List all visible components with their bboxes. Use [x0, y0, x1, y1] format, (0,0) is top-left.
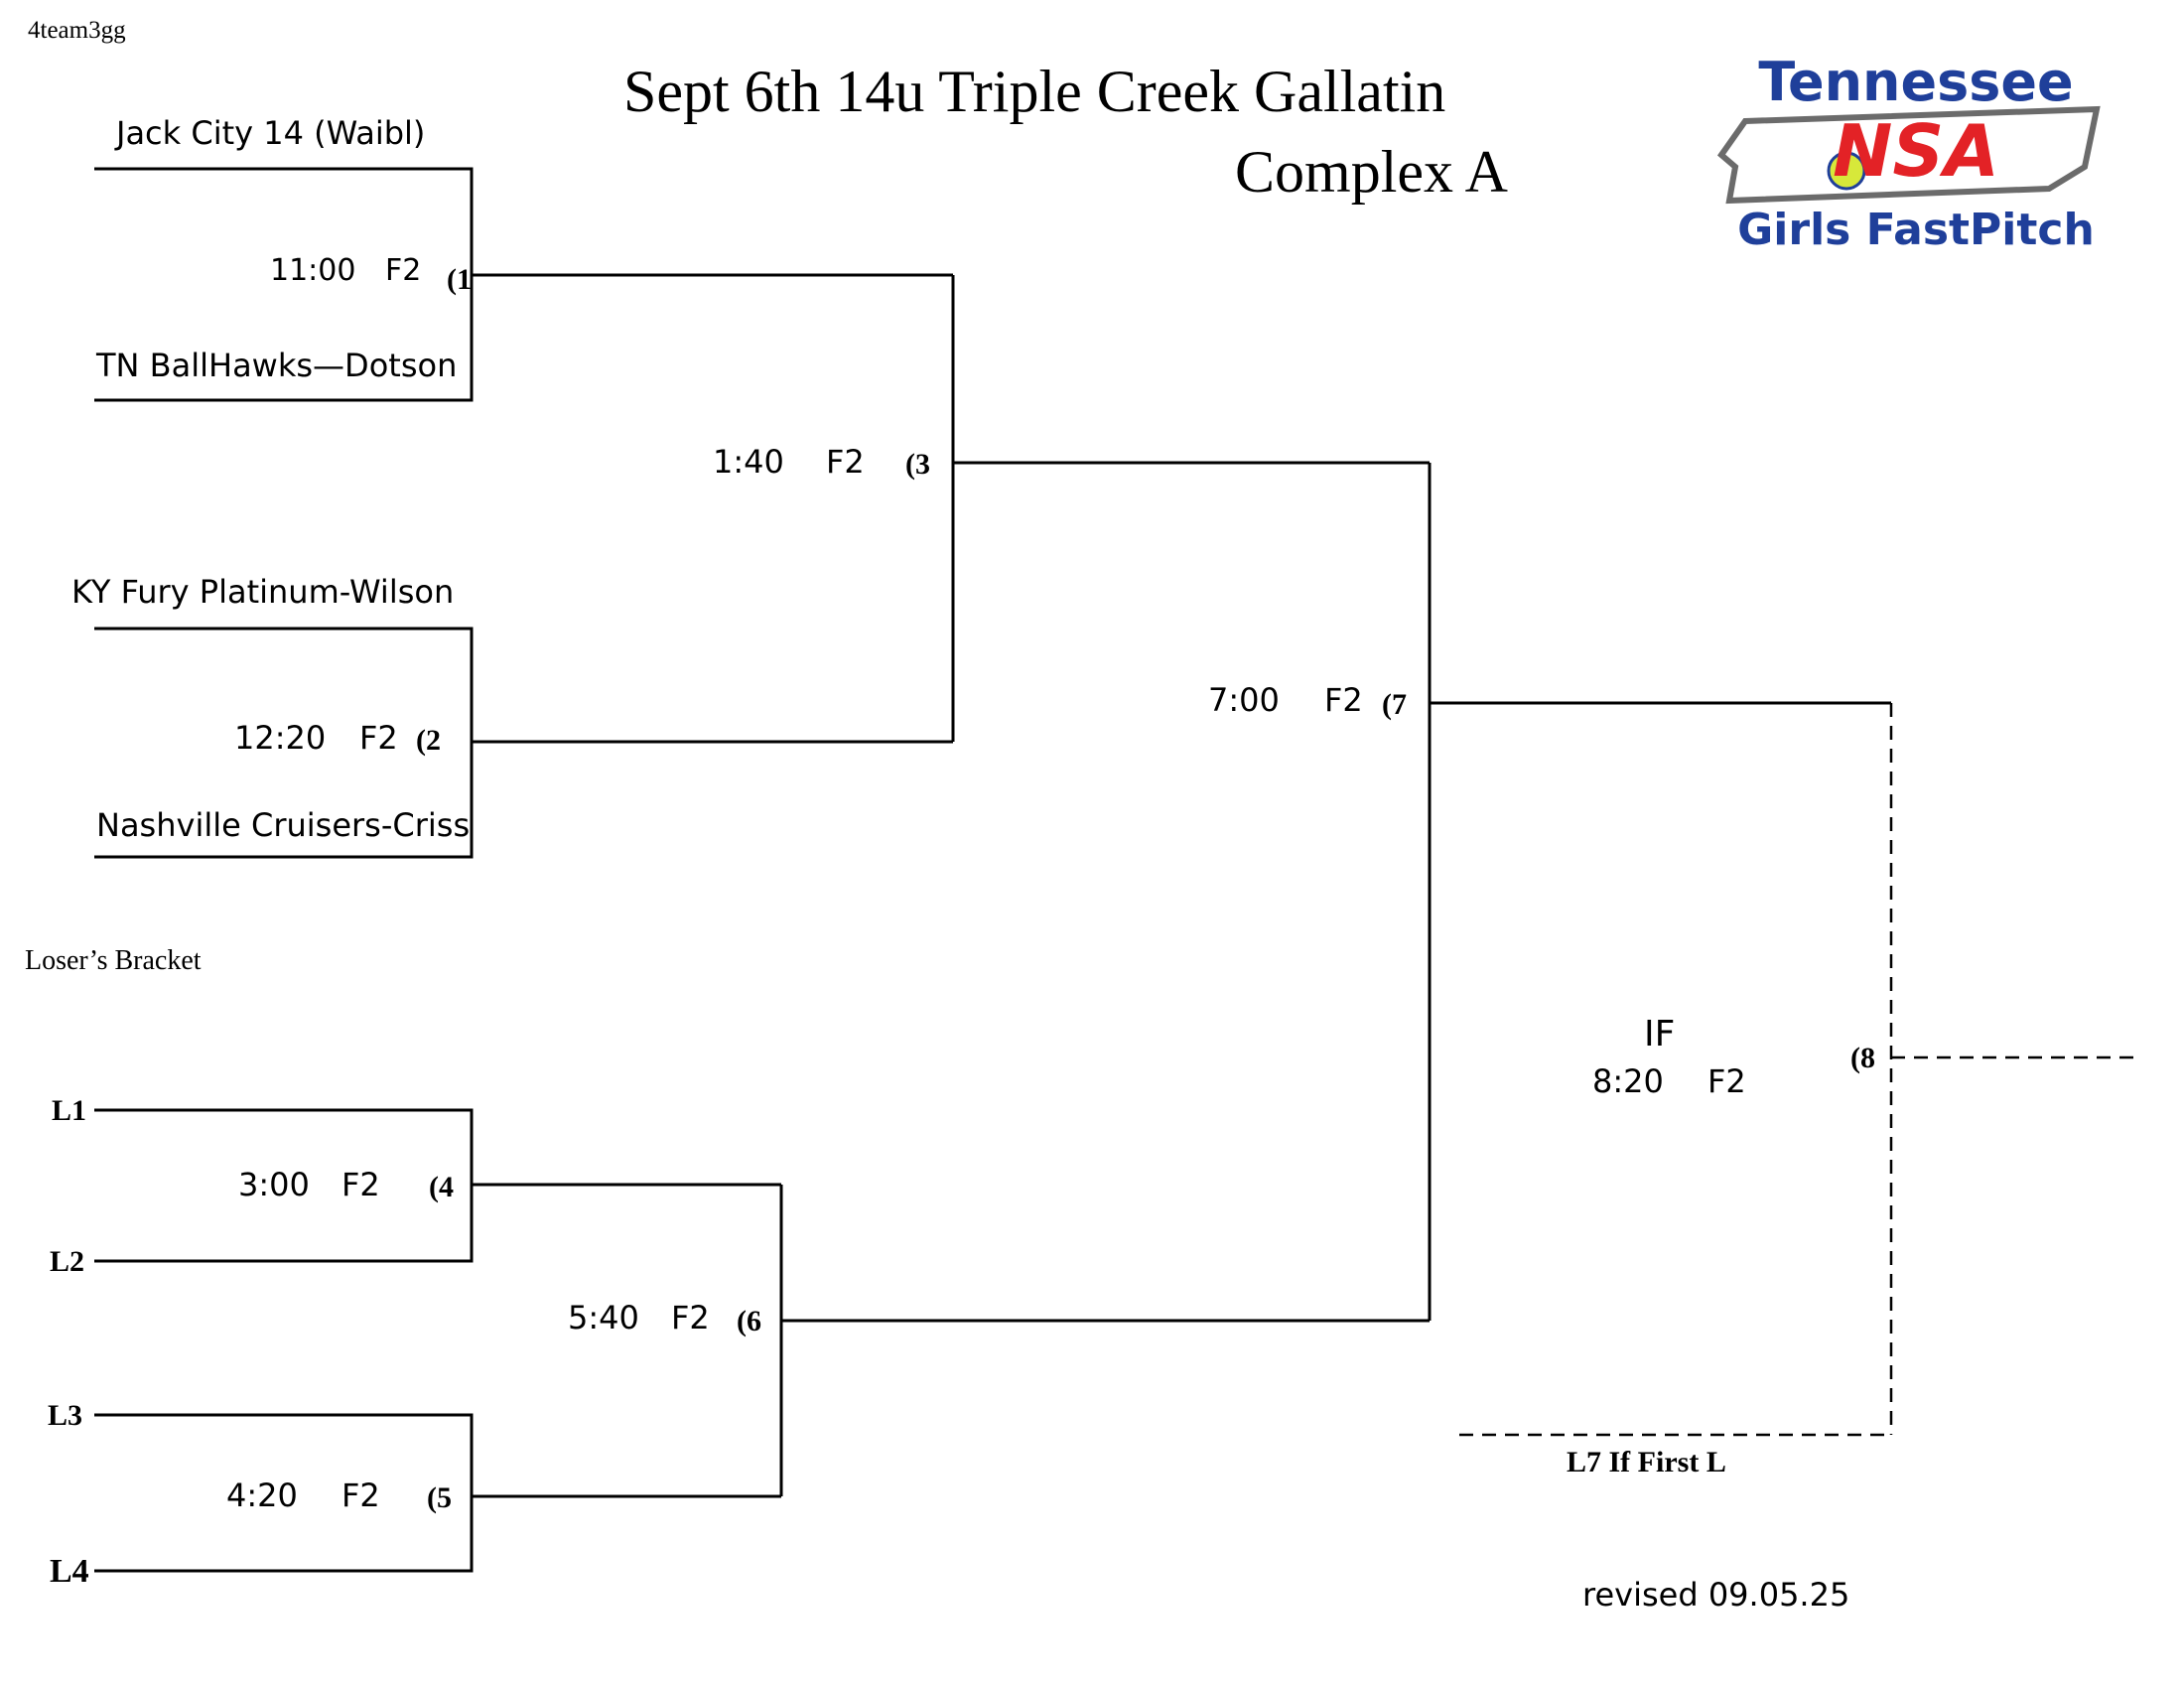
game-8-label: IF	[1644, 1014, 1676, 1055]
revised-date: revised 09.05.25	[1582, 1576, 1850, 1614]
game-2-number: (2	[416, 724, 441, 757]
game-1-field: F2	[385, 253, 422, 288]
losers-bracket-label: Loser’s Bracket	[25, 945, 202, 976]
team-4-name: Nashville Cruisers-Criss	[96, 806, 471, 844]
game-3-number: (3	[905, 448, 930, 481]
game-4-field: F2	[341, 1166, 380, 1203]
game-2-field: F2	[359, 719, 398, 757]
game-1-number: (1	[447, 263, 472, 296]
game-2-time: 12:20	[234, 719, 327, 757]
game-4-time: 3:00	[238, 1166, 310, 1203]
game-1-time: 11:00	[270, 253, 356, 288]
game-7-number: (7	[1382, 688, 1407, 721]
page-title: Sept 6th 14u Triple Creek Gallatin	[623, 59, 1446, 124]
game-8-field: F2	[1707, 1062, 1746, 1100]
game-1-bracket	[94, 167, 474, 402]
logo-mid-text: NSA	[1833, 109, 1999, 193]
loser-slot-l4: L4	[50, 1553, 89, 1590]
loser-slot-l1: L1	[52, 1094, 87, 1127]
loser-slot-l3: L3	[48, 1399, 83, 1432]
loser-slot-l2: L2	[50, 1245, 85, 1278]
logo-top-text: Tennessee	[1758, 51, 2074, 113]
team-1-name: Jack City 14 (Waibl)	[116, 114, 426, 152]
game-3-field: F2	[826, 443, 865, 481]
game-5-field: F2	[341, 1477, 380, 1514]
game-6-field: F2	[671, 1299, 710, 1336]
game-6-time: 5:40	[568, 1299, 639, 1336]
game-5-bracket	[94, 1413, 474, 1573]
game-4-number: (4	[429, 1171, 454, 1203]
game-5-time: 4:20	[226, 1477, 298, 1514]
game-6-number: (6	[737, 1305, 761, 1337]
doc-code: 4team3gg	[28, 17, 126, 44]
game-8-number: (8	[1850, 1042, 1875, 1074]
game-8-if-note: L7 If First L	[1567, 1446, 1726, 1478]
state-outline-icon	[1716, 105, 2101, 205]
logo-bottom-text: Girls FastPitch	[1737, 205, 2095, 255]
game-7-field: F2	[1324, 681, 1363, 719]
team-3-name: KY Fury Platinum-Wilson	[71, 573, 455, 611]
game-8-time: 8:20	[1592, 1062, 1664, 1100]
page-subtitle: Complex A	[1235, 139, 1509, 205]
tennessee-nsa-logo: Tennessee NSA Girls FastPitch	[1707, 50, 2124, 258]
game-5-number: (5	[427, 1481, 452, 1514]
game-7-time: 7:00	[1208, 681, 1280, 719]
team-2-name: TN BallHawks—Dotson	[96, 347, 458, 384]
game-3-time: 1:40	[713, 443, 784, 481]
